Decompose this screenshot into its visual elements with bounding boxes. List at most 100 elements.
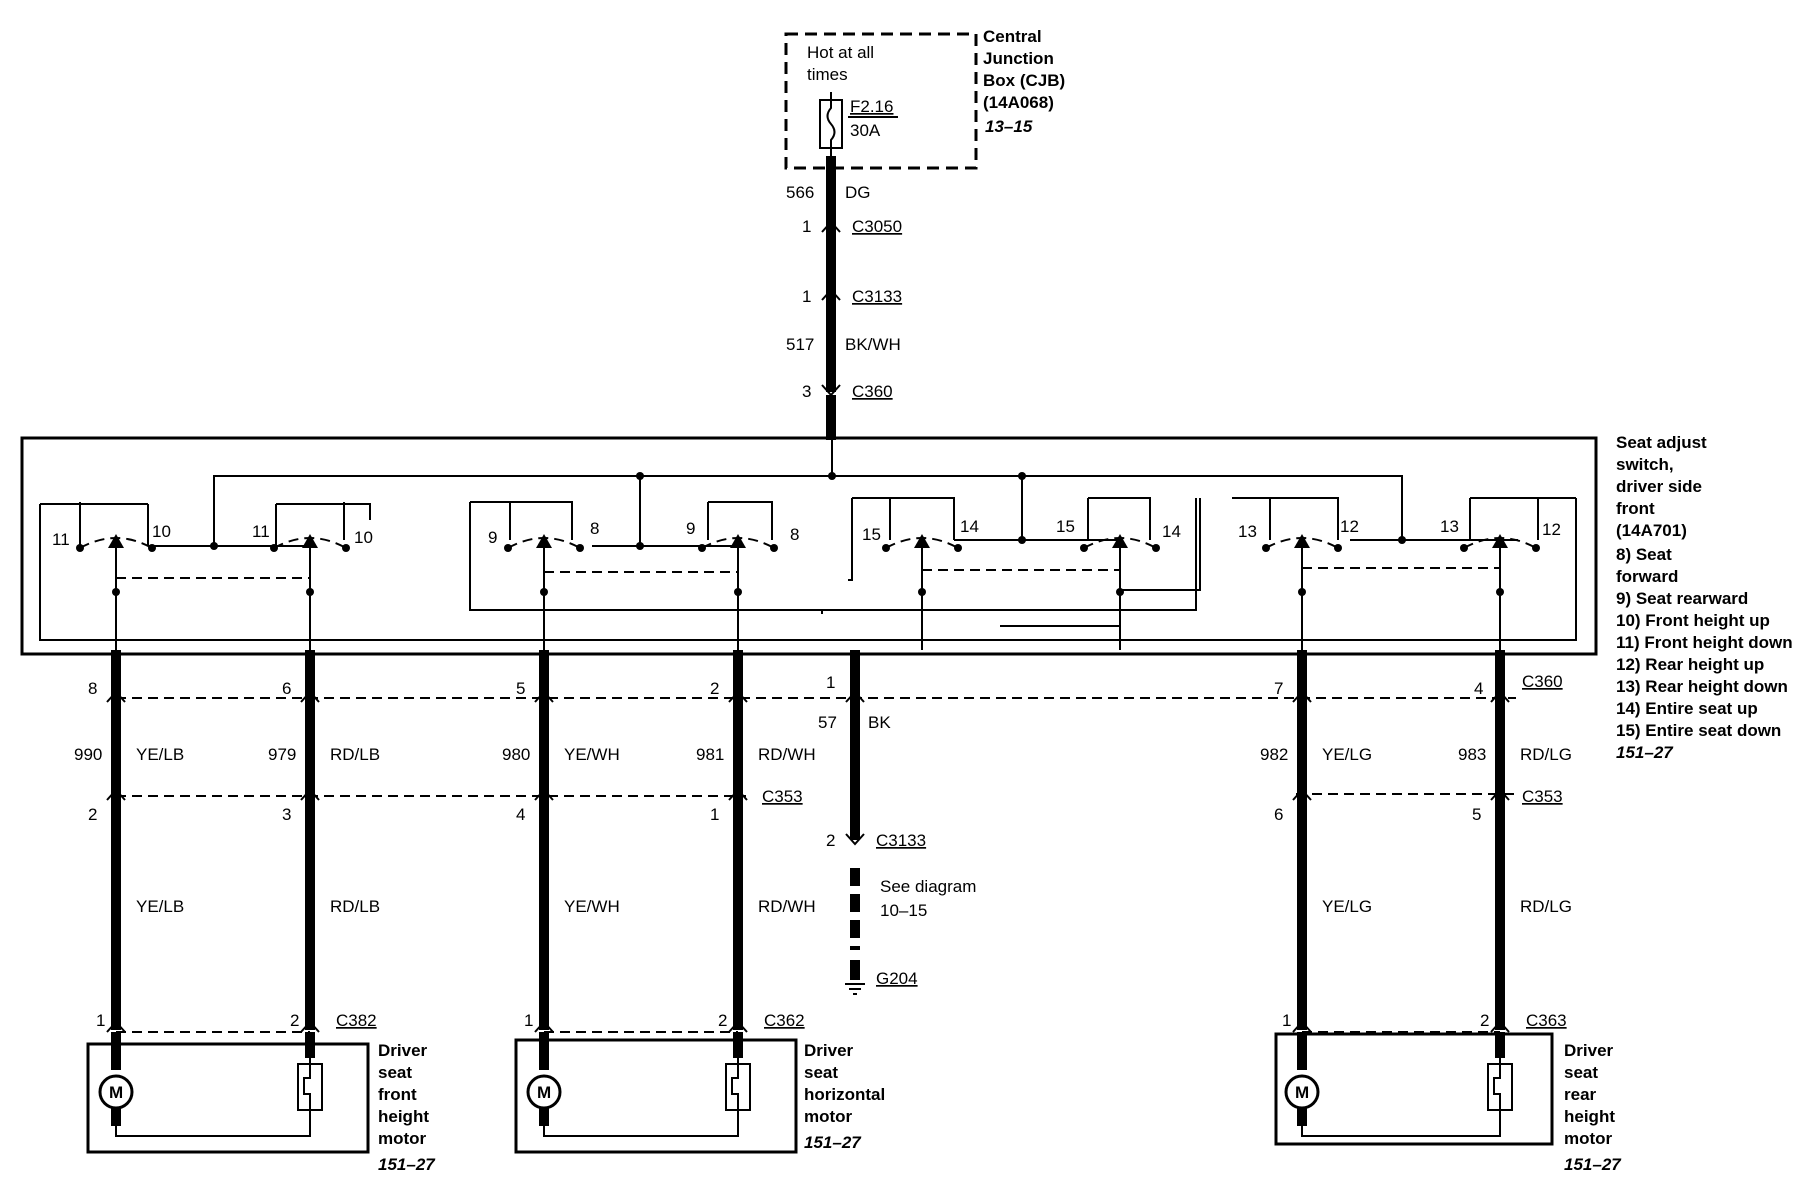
wiper-link-dot	[1116, 588, 1124, 596]
hot-at-all-times-line1: Hot at all	[807, 43, 874, 62]
wire-color-lower: YE/WH	[564, 897, 620, 916]
breaker-element-icon	[303, 1058, 311, 1118]
motor-pin-number: 1	[524, 1011, 533, 1030]
wire-circuit-number: 983	[1458, 745, 1486, 764]
contact-dot	[342, 544, 350, 552]
contact-dot	[1532, 544, 1540, 552]
motor-label-line: height	[378, 1107, 429, 1126]
c3050-connector-icon	[821, 220, 841, 233]
wire-circuit-number: 982	[1260, 745, 1288, 764]
switch-loop-outer	[39, 498, 1577, 641]
switch-label-line: (14A701)	[1616, 521, 1687, 540]
contact-dot	[148, 544, 156, 552]
motor-housing	[86, 1042, 370, 1154]
contact-bar-g2a	[470, 501, 573, 520]
motor-housing	[1274, 1032, 1554, 1146]
c3133-pin: 1	[802, 287, 811, 306]
cjb-label-line2: Junction	[983, 49, 1054, 68]
wiper-link-dot	[540, 588, 548, 596]
contact-bar-g2b	[708, 501, 773, 520]
ground-see-diagram-ref: 10–15	[880, 901, 927, 920]
contact-dot	[1334, 544, 1342, 552]
fuse-rating: 30A	[850, 121, 881, 140]
motor-label-line: motor	[378, 1129, 427, 1148]
switch-bus-left	[213, 440, 833, 546]
ground-c3133-connector-icon	[845, 833, 865, 846]
motor-pin-connector-icon	[106, 1020, 126, 1033]
switch-legend-item: 11) Front height down	[1616, 633, 1793, 652]
wiper-link-dot	[1298, 588, 1306, 596]
cjb-dashed-box	[784, 32, 978, 170]
c353-right-label: C353	[1522, 787, 1563, 806]
contact-label: 8	[790, 525, 799, 544]
switch-legend-item: 15) Entire seat down	[1616, 721, 1781, 740]
contact-dot	[1152, 544, 1160, 552]
contact-label: 15	[1056, 517, 1075, 536]
contact-label: 14	[960, 517, 979, 536]
ground-c3133-pin: 2	[826, 831, 835, 850]
wire-color: RD/LB	[330, 745, 380, 764]
motor-pin-number: 2	[290, 1011, 299, 1030]
wiper-arrow-icon	[1492, 534, 1508, 548]
ground-c360-connector-icon	[845, 690, 865, 703]
cjb-ref: 13–15	[985, 117, 1033, 136]
c353-pin-number: 2	[88, 805, 97, 824]
breaker-element-icon	[1493, 1058, 1501, 1118]
motor-label-line: Driver	[804, 1041, 854, 1060]
seat-adjust-switch: 11 10 11 10 9 8 9 8 15 14 15 14 13 12 13…	[20, 433, 1793, 762]
motor-pin-connector-icon	[728, 1020, 748, 1033]
contact-label: 11	[52, 530, 70, 549]
switch-label-line: switch,	[1616, 455, 1674, 474]
ground-c360-pin: 1	[826, 673, 835, 692]
ground-c3133-label: C3133	[876, 831, 926, 850]
feed-circuit-1: 566	[786, 183, 814, 202]
bus-junction-dot	[636, 472, 644, 480]
cjb-label-line3: Box (CJB)	[983, 71, 1065, 90]
contact-bar-g1b	[276, 503, 371, 520]
c360-pin-number: 6	[282, 679, 291, 698]
motor-pin-number: 1	[96, 1011, 105, 1030]
motor-symbol: M	[109, 1083, 123, 1102]
switch-ref: 151–27	[1616, 743, 1674, 762]
c360-pin-connector-icon	[1292, 690, 1312, 703]
motor-label-line: height	[1564, 1107, 1615, 1126]
contact-dot	[1262, 544, 1270, 552]
motor-pin-number: 2	[1480, 1011, 1489, 1030]
motor-return-wire	[115, 1118, 311, 1137]
c360-pin-number: 4	[1474, 679, 1483, 698]
motor-ref: 151–27	[804, 1133, 862, 1152]
contact-label: 12	[1340, 517, 1359, 536]
bus-junction-dot	[828, 472, 836, 480]
contact-dot	[76, 544, 84, 552]
wiper-link-dot	[918, 588, 926, 596]
c360-pin-connector-icon	[300, 690, 320, 703]
wiper-arrow-icon	[730, 534, 746, 548]
switch-label-line: Seat adjust	[1616, 433, 1707, 452]
c3050-pin: 1	[802, 217, 811, 236]
c360-feed-label: C360	[852, 382, 893, 401]
switch-legend-item: 8) Seat	[1616, 545, 1672, 564]
wiper-arrow-icon	[108, 534, 124, 548]
motor-connector-label: C362	[764, 1011, 805, 1030]
motor-label-line: front	[378, 1085, 417, 1104]
wire-circuit-number: 979	[268, 745, 296, 764]
contact-dot	[882, 544, 890, 552]
c360-label: C360	[1522, 672, 1563, 691]
wiper-arrow-icon	[1112, 534, 1128, 548]
c353-pin-connector-icon	[1490, 788, 1510, 801]
c360-pin-connector-icon	[1490, 690, 1510, 703]
motor-label-line: rear	[1564, 1085, 1597, 1104]
motor-return-wire	[1301, 1118, 1501, 1137]
feed-circuit-2: 517	[786, 335, 814, 354]
switch-bus-right	[832, 475, 1403, 540]
switch-legend-item: 14) Entire seat up	[1616, 699, 1758, 718]
c353-pin-connector-icon	[1292, 788, 1312, 801]
